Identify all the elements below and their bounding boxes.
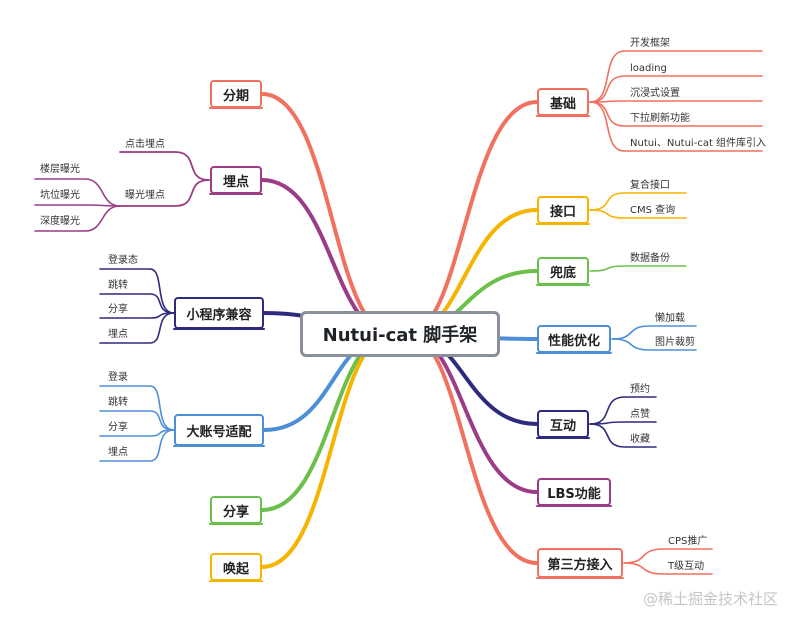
- edge-root-0-left: [260, 92, 394, 336]
- edge-leaf-right-6-1: [623, 562, 713, 575]
- leaf-right-0-2[interactable]: 沉浸式设置: [630, 88, 680, 99]
- leaf-right-4-2[interactable]: 收藏: [630, 434, 650, 445]
- sub-branch-click[interactable]: 点击埋点: [125, 139, 165, 150]
- leaf-right-3-1[interactable]: 图片裁剪: [655, 337, 695, 348]
- edge-leaf-left-3-3: [99, 429, 175, 462]
- branch-left-1[interactable]: 埋点: [210, 166, 262, 194]
- leaf-left-2-2[interactable]: 分享: [108, 304, 128, 315]
- branch-right-1[interactable]: 接口: [537, 196, 589, 224]
- edge-leaf-right-3-0: [611, 325, 697, 340]
- branch-left-3[interactable]: 大账号适配: [174, 414, 264, 446]
- edge-leaf-right-0-2: [589, 100, 763, 103]
- branch-right-0[interactable]: 基础: [537, 88, 589, 116]
- edge-leaf-exposure-2: [34, 205, 121, 232]
- branch-right-2[interactable]: 兜底: [537, 257, 589, 285]
- branch-left-5[interactable]: 唤起: [210, 553, 262, 581]
- edge-leaf-right-2-0: [589, 265, 687, 272]
- leaf-right-4-1[interactable]: 点赞: [630, 409, 650, 420]
- edge-leaf-exposure-1: [34, 204, 121, 207]
- leaf-right-6-0[interactable]: CPS推广: [668, 536, 708, 547]
- branch-left-0[interactable]: 分期: [210, 80, 262, 108]
- sub-branch-exposure[interactable]: 曝光埋点: [125, 190, 165, 201]
- leaf-right-1-1[interactable]: CMS 查询: [630, 205, 676, 216]
- leaf-exposure-0[interactable]: 楼层曝光: [40, 164, 80, 175]
- edge-leaf-left-2-1: [99, 293, 175, 314]
- edge-sub-click: [119, 151, 210, 181]
- branch-right-3[interactable]: 性能优化: [537, 325, 611, 353]
- edge-leaf-right-4-2: [589, 423, 657, 448]
- leaf-left-3-1[interactable]: 跳转: [108, 397, 128, 408]
- root-node[interactable]: Nutui-cat 脚手架: [300, 311, 500, 357]
- edge-leaf-right-3-1: [611, 338, 697, 351]
- leaf-left-3-2[interactable]: 分享: [108, 422, 128, 433]
- edge-sub-exposure: [119, 179, 210, 207]
- branch-left-4[interactable]: 分享: [210, 496, 262, 524]
- branch-right-4[interactable]: 互动: [537, 410, 589, 438]
- leaf-exposure-1[interactable]: 坑位曝光: [40, 190, 80, 201]
- branch-left-2[interactable]: 小程序兼容: [174, 297, 264, 329]
- leaf-exposure-2[interactable]: 深度曝光: [40, 216, 80, 227]
- edge-leaf-left-2-3: [99, 312, 175, 344]
- edge-leaf-right-1-1: [589, 209, 687, 219]
- edge-root-5-left: [260, 332, 394, 569]
- leaf-left-3-3[interactable]: 埋点: [108, 447, 128, 458]
- leaf-left-2-0[interactable]: 登录态: [108, 255, 138, 266]
- leaf-right-0-1[interactable]: loading: [630, 63, 667, 74]
- leaf-right-0-0[interactable]: 开发框架: [630, 38, 670, 49]
- leaf-right-0-3[interactable]: 下拉刷新功能: [630, 113, 690, 124]
- edge-leaf-right-6-0: [623, 548, 713, 564]
- leaf-right-6-1[interactable]: T级互动: [668, 561, 705, 572]
- edge-leaf-right-0-4: [589, 101, 763, 152]
- branch-right-5[interactable]: LBS功能: [537, 478, 611, 506]
- leaf-right-2-0[interactable]: 数据备份: [630, 253, 670, 264]
- edge-leaf-left-3-0: [99, 385, 175, 431]
- edge-leaf-right-0-0: [589, 50, 763, 103]
- leaf-right-1-0[interactable]: 复合接口: [630, 180, 670, 191]
- edge-root-4-left: [260, 332, 394, 512]
- leaf-left-3-0[interactable]: 登录: [108, 372, 128, 383]
- edge-root-6-right: [406, 332, 539, 565]
- edge-leaf-left-3-1: [99, 410, 175, 431]
- watermark: @稀土掘金技术社区: [642, 590, 778, 608]
- leaf-left-2-3[interactable]: 埋点: [108, 329, 128, 340]
- branch-right-6[interactable]: 第三方接入: [537, 548, 623, 578]
- edge-leaf-right-0-1: [589, 75, 763, 103]
- leaf-right-4-0[interactable]: 预约: [630, 384, 650, 395]
- edge-leaf-left-2-0: [99, 268, 175, 314]
- edge-leaf-exposure-0: [34, 178, 121, 207]
- leaf-right-3-0[interactable]: 懒加载: [655, 313, 685, 324]
- leaf-right-0-4[interactable]: Nutui、Nutui-cat 组件库引入: [630, 138, 767, 149]
- edge-leaf-right-1-0: [589, 192, 687, 211]
- edge-leaf-right-4-1: [589, 421, 657, 425]
- edge-leaf-right-4-0: [589, 396, 657, 425]
- leaf-left-2-1[interactable]: 跳转: [108, 280, 128, 291]
